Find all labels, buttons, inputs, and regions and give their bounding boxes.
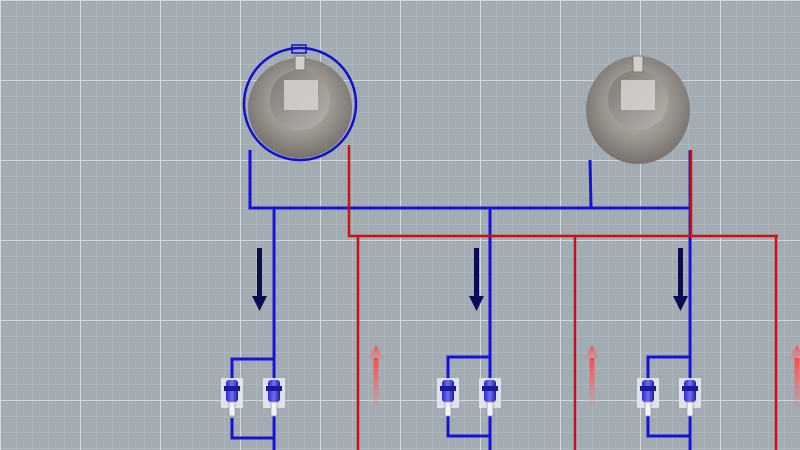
return-header[interactable] [347, 145, 778, 238]
valve-icon[interactable] [637, 378, 659, 417]
flow-arrow-up-icon [789, 345, 800, 406]
valve-icon[interactable] [221, 378, 243, 417]
tank-1[interactable] [242, 44, 358, 162]
tank-2[interactable] [586, 55, 690, 164]
valve-loop-1-bottom[interactable] [230, 418, 274, 440]
valve-loop-2-top[interactable] [446, 355, 490, 382]
flow-arrow-down-icon [469, 248, 484, 311]
tank-2-nozzle [632, 55, 644, 73]
return-pipes[interactable] [347, 145, 778, 450]
return-flow-arrows [368, 345, 800, 406]
tank-1-selection-outline [242, 46, 358, 162]
branch-2-valves[interactable] [437, 378, 501, 417]
flow-arrow-down-icon [252, 248, 267, 311]
flow-arrow-up-icon [584, 345, 600, 406]
branch-1-valves[interactable] [221, 378, 285, 417]
branch-3-valves[interactable] [637, 378, 701, 417]
flow-arrow-down-icon [673, 248, 688, 311]
valve-loop-3-top[interactable] [646, 355, 690, 382]
valve-icon[interactable] [679, 378, 701, 417]
flow-arrow-up-icon [368, 345, 384, 406]
supply-flow-arrows [252, 248, 688, 311]
tank-2-inner-wall [621, 80, 655, 110]
valve-icon[interactable] [479, 378, 501, 417]
supply-header[interactable] [248, 150, 690, 210]
valve-loop-3-bottom[interactable] [646, 416, 690, 438]
valve-groups[interactable] [221, 378, 701, 417]
supply-riser-tank-2[interactable] [588, 159, 593, 209]
tank-1-nozzle [294, 55, 306, 71]
valve-loop-2-bottom[interactable] [446, 416, 490, 438]
valve-icon[interactable] [263, 378, 285, 417]
tank-1-inner-wall [284, 80, 318, 110]
tank-1-selection-handle[interactable] [291, 44, 307, 54]
valve-loop-1-top[interactable] [230, 357, 274, 384]
valve-icon[interactable] [437, 378, 459, 417]
